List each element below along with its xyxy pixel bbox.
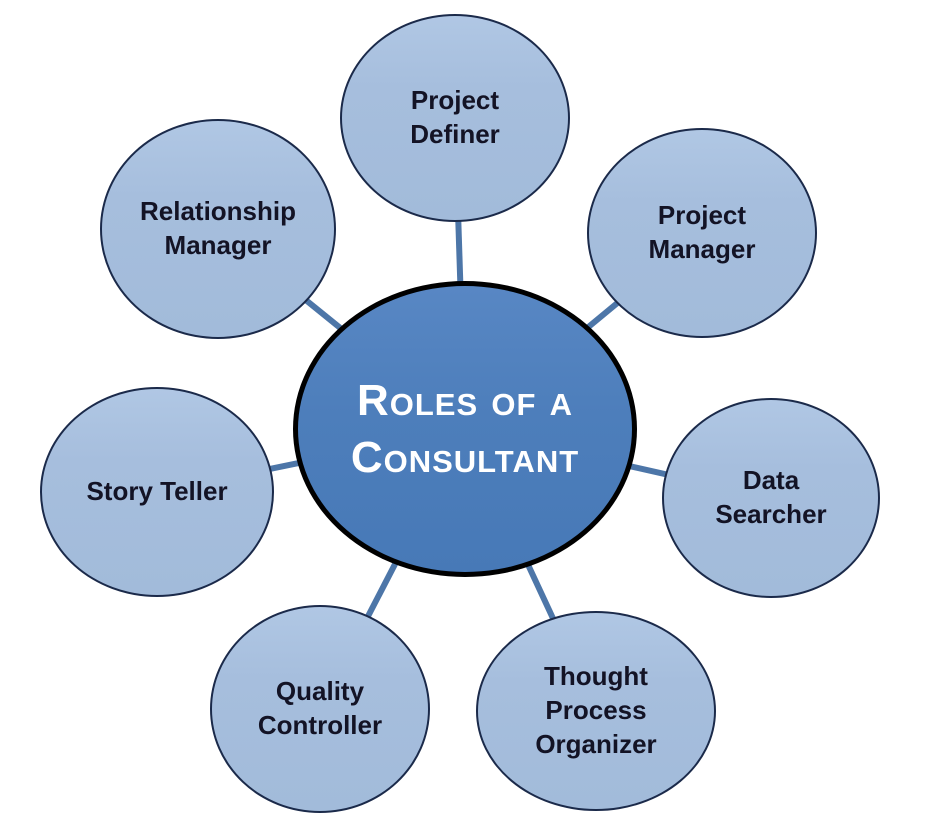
node-story-teller: Story Teller [40, 387, 274, 597]
center-node-label: Roles of a Consultant [350, 375, 580, 482]
node-data-searcher: Data Searcher [662, 398, 880, 598]
node-label: Thought Process Organizer [535, 661, 657, 759]
node-label: Relationship Manager [139, 196, 296, 260]
node-quality-controller: Quality Controller [210, 605, 430, 813]
node-label: Project Manager [648, 200, 756, 264]
node-label: Story Teller [86, 476, 228, 507]
node-label: Quality Controller [257, 676, 383, 740]
node-label: Project Definer [410, 85, 500, 149]
node-label: Data Searcher [715, 465, 827, 529]
node-relationship-manager: Relationship Manager [100, 119, 336, 339]
node-project-definer: Project Definer [340, 14, 570, 222]
node-project-manager: Project Manager [587, 128, 817, 338]
node-thought-process-organizer: Thought Process Organizer [476, 611, 716, 811]
center-node-roles-of-a-consultant: Roles of a Consultant [293, 281, 637, 577]
